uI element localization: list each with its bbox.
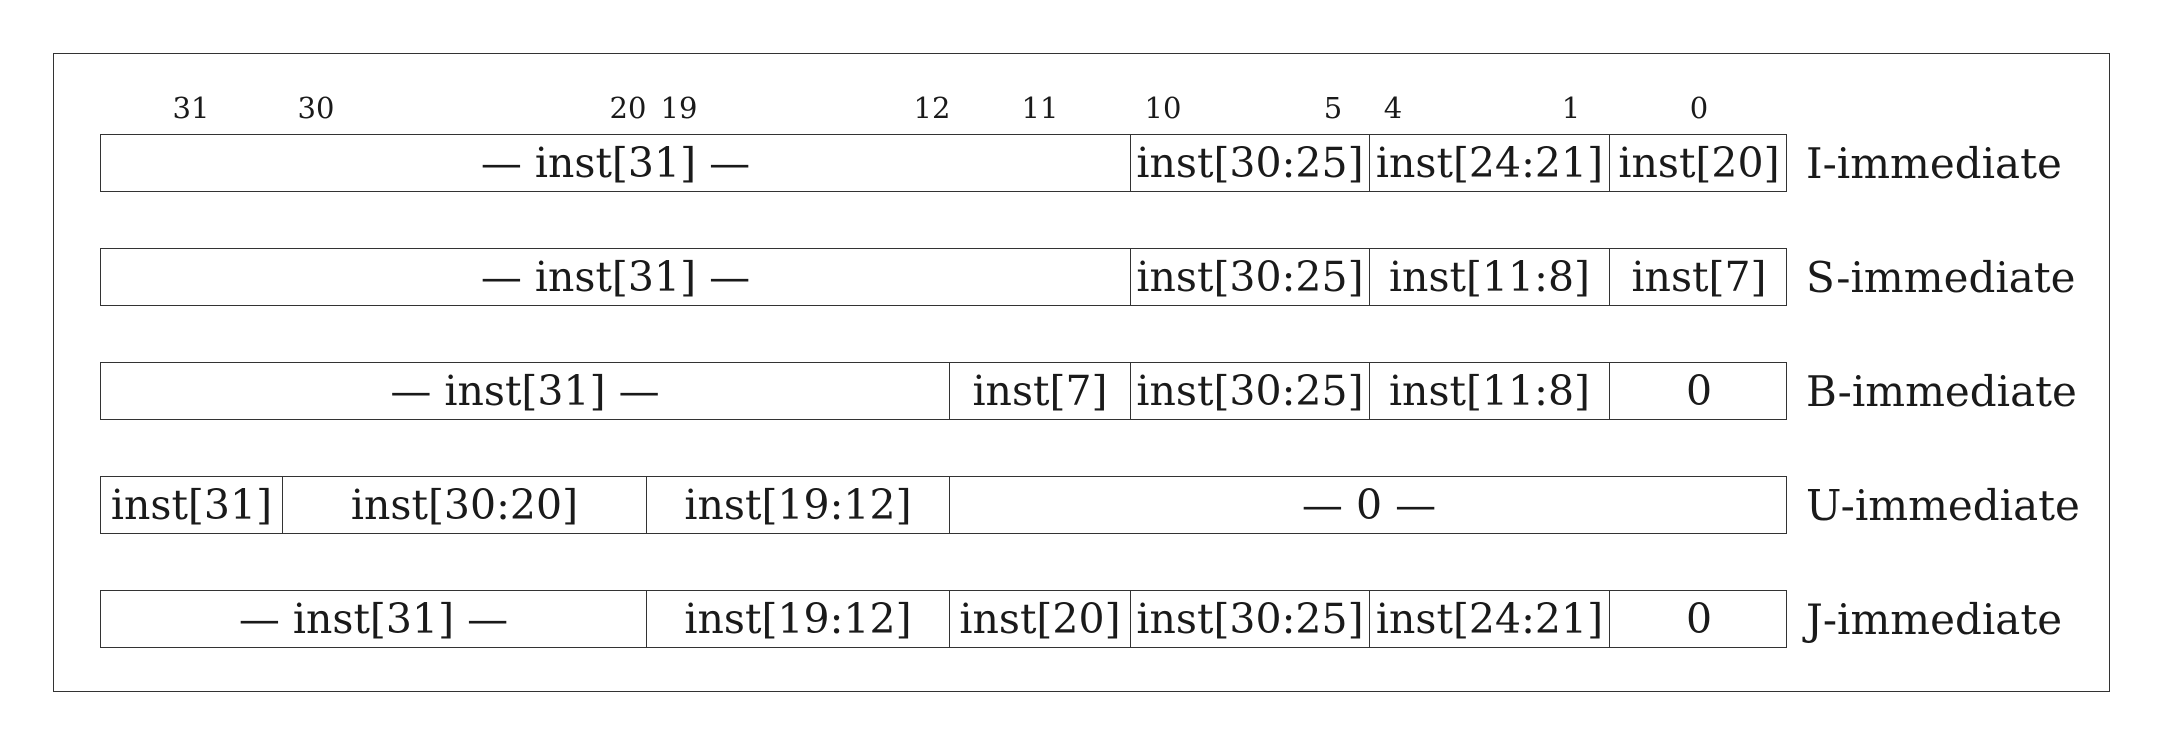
i-immediate-row: — inst[31] — inst[30:25] inst[24:21] ins… xyxy=(100,134,1787,192)
bit-number-31: 31 xyxy=(172,91,210,125)
bit-number-19: 19 xyxy=(660,91,698,125)
field-sign-extend: — inst[31] — xyxy=(480,139,751,187)
s-immediate-label: S-immediate xyxy=(1806,252,2076,302)
field-zero: 0 xyxy=(1609,591,1788,647)
field-inst-20: inst[20] xyxy=(1609,135,1788,191)
bit-number-30: 30 xyxy=(297,91,335,125)
bit-number-5: 5 xyxy=(1323,91,1343,125)
b-immediate-row: — inst[31] — inst[7] inst[30:25] inst[11… xyxy=(100,362,1787,420)
b-immediate-label: B-immediate xyxy=(1806,366,2077,416)
bit-number-1: 1 xyxy=(1561,91,1581,125)
field-inst-19-12: inst[19:12] xyxy=(646,477,949,533)
field-inst-7: inst[7] xyxy=(1609,249,1788,305)
u-immediate-label: U-immediate xyxy=(1806,480,2080,530)
field-inst-20: inst[20] xyxy=(949,591,1130,647)
bit-number-10: 10 xyxy=(1144,91,1182,125)
u-immediate-row: inst[31] inst[30:20] inst[19:12] — 0 — xyxy=(100,476,1787,534)
field-zero-fill: — 0 — xyxy=(949,477,1788,533)
field-inst-19-12: inst[19:12] xyxy=(646,591,949,647)
field-inst-24-21: inst[24:21] xyxy=(1369,591,1609,647)
field-inst-30-25: inst[30:25] xyxy=(1130,591,1369,647)
field-sign-extend: — inst[31] — xyxy=(390,367,660,415)
field-inst-30-25: inst[30:25] xyxy=(1130,249,1369,305)
j-immediate-label: J-immediate xyxy=(1806,594,2063,644)
bit-number-12: 12 xyxy=(913,91,951,125)
diagram-frame xyxy=(53,53,2110,692)
bit-number-0: 0 xyxy=(1689,91,1709,125)
field-inst-7: inst[7] xyxy=(949,363,1130,419)
j-immediate-row: — inst[31] — inst[19:12] inst[20] inst[3… xyxy=(100,590,1787,648)
field-inst-24-21: inst[24:21] xyxy=(1369,135,1609,191)
i-immediate-label: I-immediate xyxy=(1806,138,2062,188)
field-inst-31: inst[31] xyxy=(110,481,273,529)
field-inst-11-8: inst[11:8] xyxy=(1369,249,1609,305)
bit-number-4: 4 xyxy=(1383,91,1403,125)
field-sign-extend: — inst[31] — xyxy=(238,595,509,643)
field-zero: 0 xyxy=(1609,363,1788,419)
field-inst-11-8: inst[11:8] xyxy=(1369,363,1609,419)
field-inst-30-25: inst[30:25] xyxy=(1130,363,1369,419)
bit-number-20: 20 xyxy=(609,91,647,125)
field-inst-30-25: inst[30:25] xyxy=(1130,135,1369,191)
bit-number-11: 11 xyxy=(1021,91,1059,125)
field-sign-extend: — inst[31] — xyxy=(480,253,751,301)
s-immediate-row: — inst[31] — inst[30:25] inst[11:8] inst… xyxy=(100,248,1787,306)
field-inst-30-20: inst[30:20] xyxy=(282,477,646,533)
